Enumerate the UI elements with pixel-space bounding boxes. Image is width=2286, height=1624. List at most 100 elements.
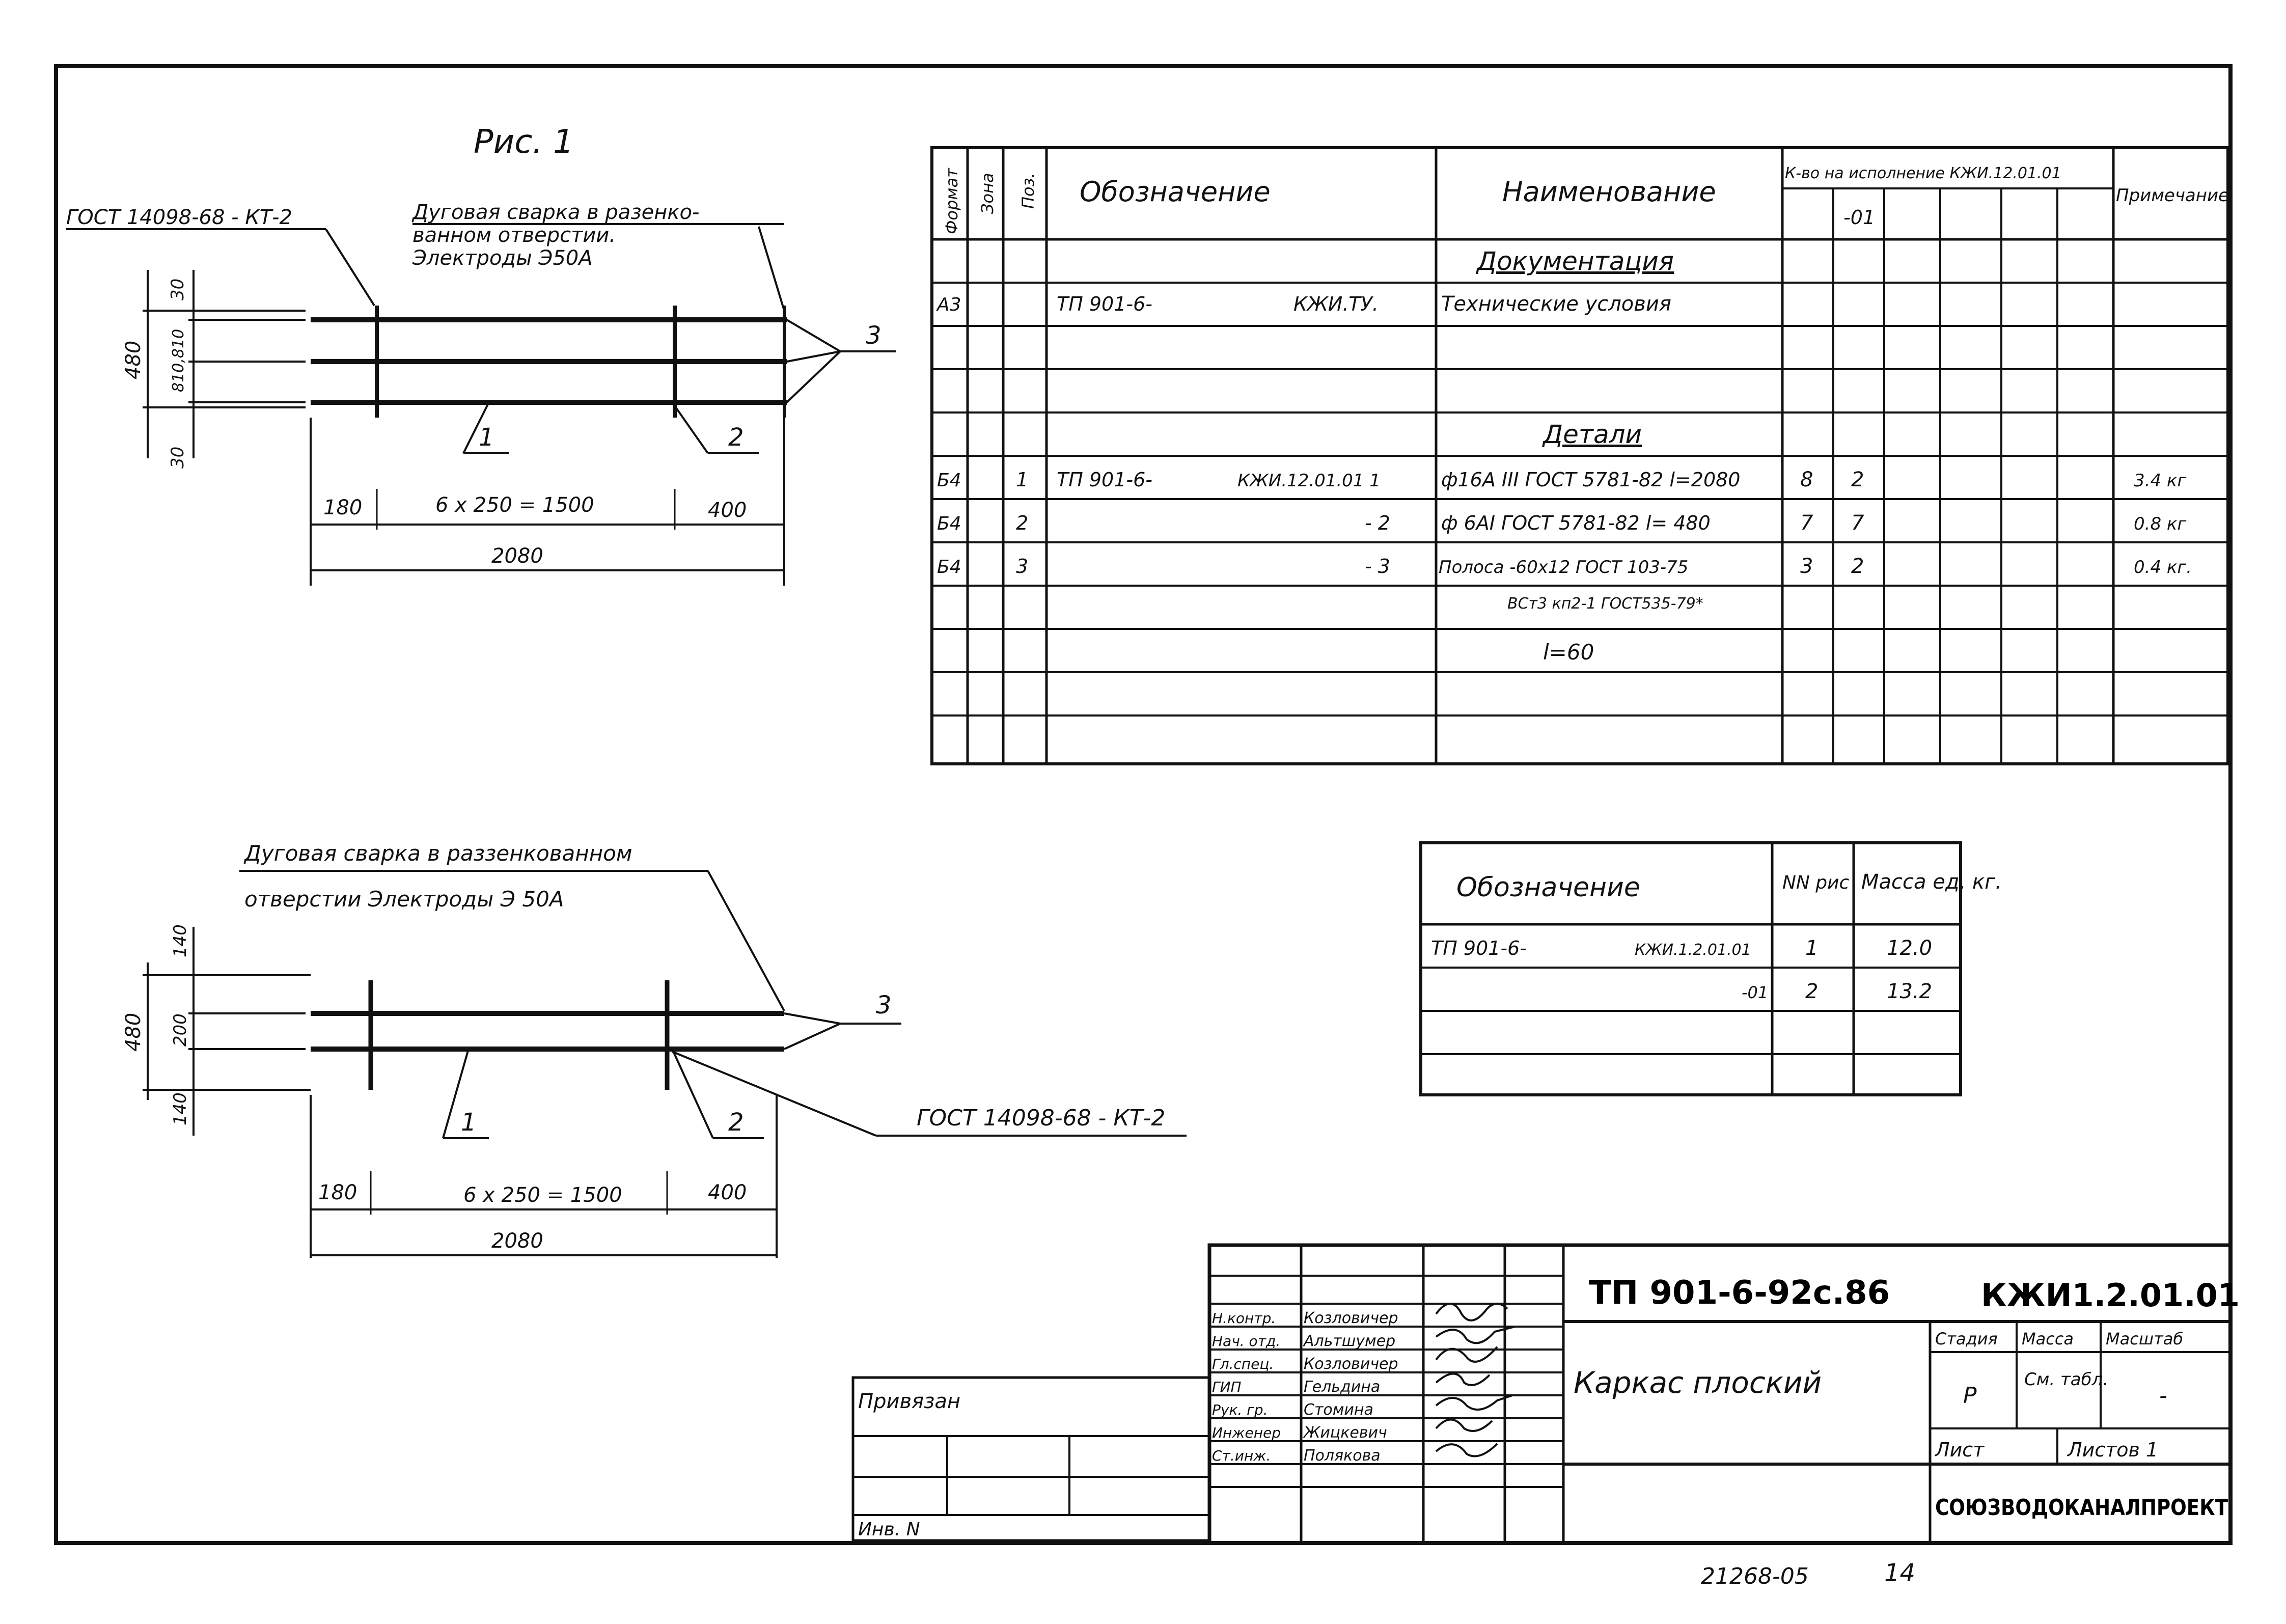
mass-h-mass: Масса ед. кг. [1861,870,2002,894]
h-name: Наименование [1502,176,1716,208]
mass-r1-mass: 13.2 [1887,980,1932,1003]
row1-des-b: КЖИ.12.01.01 1 [1237,471,1381,491]
scale-h: Масштаб [2106,1329,2183,1348]
role-4: Рук. гр. [1212,1401,1268,1418]
sheet-h: Лист [1934,1439,1985,1461]
gost-bottom: ГОСТ 14098-68 - КТ-2 [917,1105,1165,1131]
dim-2080-bottom: 2080 [491,1229,543,1253]
doc-code: КЖИ1.2.01.01 [1981,1277,2240,1314]
row0-format: А3 [936,294,961,315]
h-note: Примечание [2116,185,2229,206]
dim-400-bottom: 400 [708,1181,747,1204]
pos1-top: 1 [479,423,494,452]
org-name: СОЮЗВОДОКАНАЛПРОЕКТ [1935,1495,2228,1521]
name-2: Козловичер [1304,1355,1398,1373]
row2-q2: 7 [1851,511,1864,535]
row-extra: l=60 [1543,640,1594,665]
row0-name: Технические условия [1441,292,1671,316]
mass-r0-mass: 12.0 [1887,937,1932,960]
row3-name: Полоса -60х12 ГОСТ 103-75 [1439,557,1688,577]
mass-r0-des-a: ТП 901-6- [1431,937,1527,959]
h-designation: Обозначение [1080,176,1271,208]
row0-des-a: ТП 901-6- [1057,293,1152,315]
title-block: Привязан Инв. N Н.контр. Козловичер Нач.… [851,1243,2240,1545]
row3-note: 0.4 кг. [2134,557,2192,577]
row3-name2: ВСт3 кп2-1 ГОСТ535-79* [1507,595,1703,613]
weld-note-top-1: Дуговая сварка в разенко- [411,201,699,224]
name-0: Козловичер [1304,1309,1398,1327]
dim-2080-top: 2080 [491,544,543,568]
h-qty: К-во на исполнение КЖИ.12.01.01 [1785,164,2061,182]
row0-des-b: КЖИ.ТУ. [1293,293,1379,315]
role-6: Ст.инж. [1212,1447,1271,1464]
name-4: Стомина [1304,1401,1373,1419]
row1-note: 3.4 кг [2134,471,2187,491]
dim-400-top: 400 [708,499,747,522]
row2-pos: 2 [1016,512,1028,534]
archive-number: 21268-05 [1701,1563,1809,1589]
name-1: Альтшумер [1303,1332,1395,1350]
stage: Р [1963,1383,1977,1409]
dim-480-bottom: 480 [122,1013,145,1052]
mass-r1-num: 2 [1805,980,1818,1003]
role-0: Н.контр. [1212,1310,1276,1327]
h-format: Формат [942,168,961,234]
figure-top: Рис. 1 ГОСТ 14098-68 - КТ-2 Дуговая свар… [66,123,896,586]
row1-name: ф16А III ГОСТ 5781-82 l=2080 [1441,469,1740,491]
weld-note-top-3: Электроды Э50А [412,246,593,270]
dim-30b: 30 [168,447,188,469]
dim-180-bottom: 180 [318,1181,357,1204]
row3-pos: 3 [1016,555,1028,577]
pos3-top: 3 [866,321,882,350]
role-3: ГИП [1212,1379,1242,1395]
row1-q1: 8 [1800,468,1813,491]
dim-30a: 30 [168,279,188,300]
gost-top: ГОСТ 14098-68 - КТ-2 [66,206,292,229]
sheet-frame [54,64,2233,1545]
h-pos: Поз. [1018,173,1038,209]
row2-des-b: - 2 [1365,512,1390,534]
role-2: Гл.спец. [1212,1356,1274,1372]
row2-note: 0.8 кг [2134,514,2187,534]
role-5: Инженер [1212,1424,1281,1441]
weld-note-top-2: ванном отверстии. [412,224,616,247]
scale: - [2159,1383,2167,1409]
pos2-top: 2 [728,423,744,452]
row2-name: ф 6АI ГОСТ 5781-82 l= 480 [1441,512,1711,534]
mass-table: Обозначение NN рис Масса ед. кг. ТП 901-… [1419,841,2002,1096]
row3-q1: 3 [1800,555,1813,578]
mass-r0-des-b: КЖИ.1.2.01.01 [1635,941,1751,959]
signatures [1435,1303,1516,1457]
mass-h-designation: Обозначение [1456,872,1640,903]
mass-r1-des-b: -01 [1742,983,1768,1002]
row3-des-b: - 3 [1365,555,1390,577]
row1-q2: 2 [1851,468,1864,491]
dim-140b: 140 [170,1092,190,1125]
mass-h: Масса [2022,1329,2074,1348]
row1-pos: 1 [1016,469,1028,491]
figure-title: Рис. 1 [474,123,574,161]
name-6: Полякова [1304,1447,1381,1465]
dim-140a: 140 [170,924,190,957]
row1-format: Б4 [937,470,961,491]
pos1-bottom: 1 [461,1108,477,1137]
name-3: Гельдина [1304,1378,1380,1396]
doc-number: ТП 901-6-92с.86 [1589,1274,1890,1312]
inv: Инв. N [858,1519,920,1540]
row2-format: Б4 [937,513,961,534]
section-parts: Детали [1542,420,1642,449]
h-qty-sub: -01 [1843,206,1875,229]
dim-1500-top: 6 x 250 = 1500 [435,493,594,517]
spec-table: Формат Зона Поз. Обозначение Наименовани… [930,146,2229,765]
mass-r0-num: 1 [1805,937,1818,960]
row3-q2: 2 [1851,555,1864,578]
dim-180-top: 180 [323,496,362,519]
row1-des-a: ТП 901-6- [1057,469,1152,491]
h-zone: Зона [978,173,997,214]
dim-810: 810,810 [170,329,187,392]
weld-note-bottom-1: Дуговая сварка в раззенкованном [243,841,632,866]
mass: См. табл. [2024,1369,2108,1390]
mass-h-num: NN рис [1782,872,1850,893]
dim-200: 200 [170,1013,190,1047]
